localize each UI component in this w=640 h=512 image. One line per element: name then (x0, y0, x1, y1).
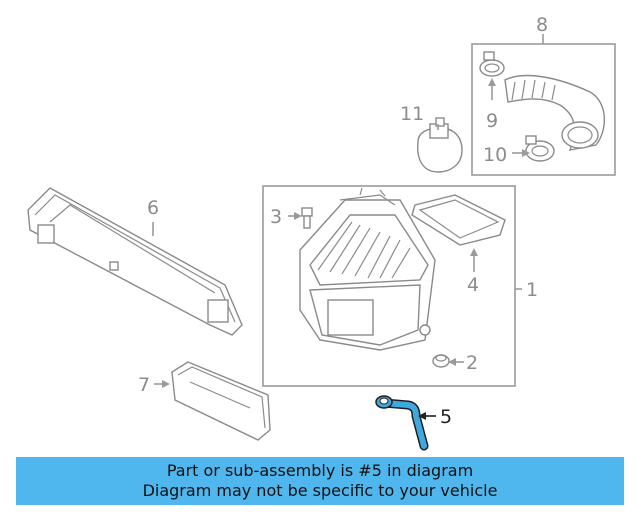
banner-line-2: Diagram may not be specific to your vehi… (142, 481, 498, 500)
callout-1: 1 (526, 279, 538, 301)
callout-11: 11 (400, 103, 424, 125)
banner-line-1: Part or sub-assembly is #5 in diagram (166, 461, 474, 480)
callout-2: 2 (466, 352, 478, 374)
clamp-10-part (525, 135, 555, 162)
callout-3: 3 (270, 206, 282, 228)
callout-4: 4 (467, 274, 479, 296)
callout-8: 8 (536, 14, 548, 36)
duct-7-part (171, 361, 271, 441)
filter-4-part (411, 194, 506, 246)
callout-7: 7 (138, 374, 150, 396)
callout-9: 9 (486, 110, 498, 132)
hose-5-part (375, 395, 429, 451)
sensor-11-part (417, 117, 463, 173)
intake-hose-part (504, 74, 606, 151)
nut-2-part (432, 354, 450, 368)
group-box-1 (262, 185, 516, 387)
callout-6: 6 (147, 197, 159, 219)
bolt-3-part (301, 207, 313, 229)
duct-6-part (27, 187, 243, 336)
clamp-9-part (479, 51, 505, 77)
callout-10: 10 (483, 144, 507, 166)
info-banner: Part or sub-assembly is #5 in diagram Di… (16, 457, 624, 505)
air-cleaner-housing-part (299, 187, 436, 351)
callout-5: 5 (440, 406, 452, 428)
